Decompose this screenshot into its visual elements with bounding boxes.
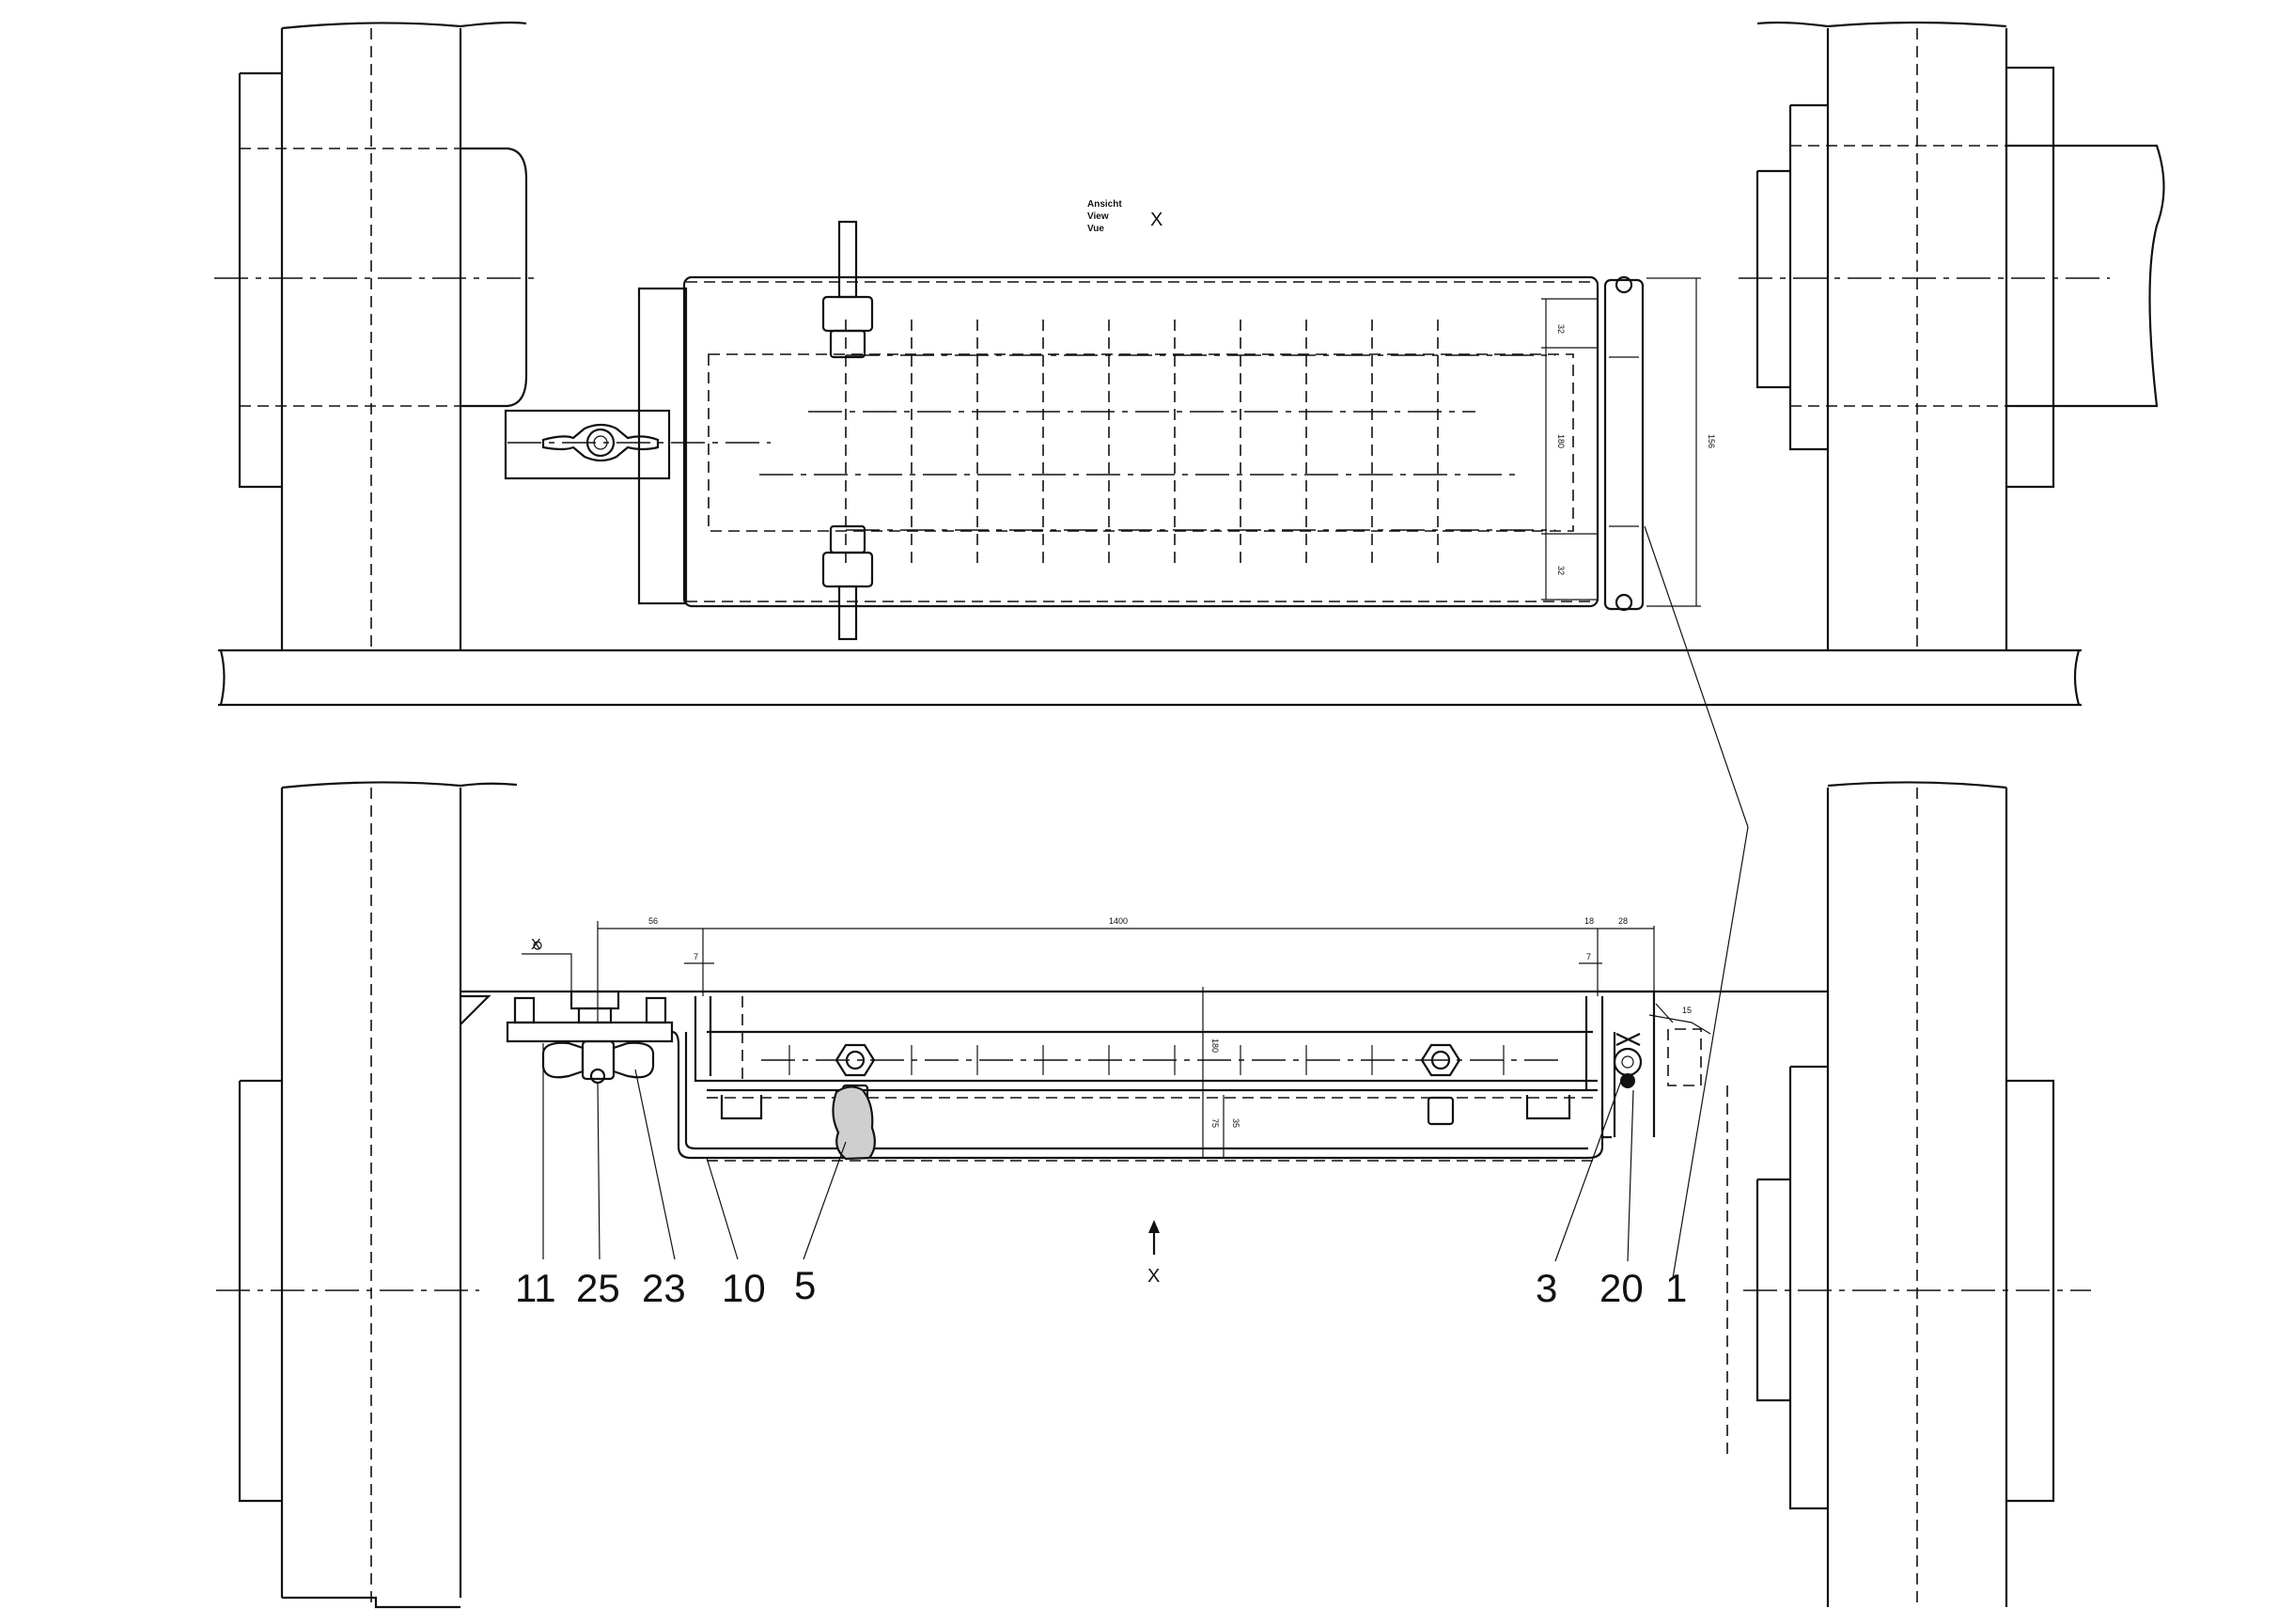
top-filter-box: 32 180 32 156 (637, 220, 1716, 641)
bottom-view: 56 1400 18 28 7 7 180 75 35 X 15 (216, 781, 2091, 1609)
bottom-grid-ticks (788, 1045, 1505, 1075)
dim-top-32-lower: 32 (1556, 566, 1566, 575)
top-upper-fitting (821, 220, 874, 359)
part-number-20: 20 (1599, 1266, 1644, 1310)
view-label-line-1: Ansicht (1087, 199, 1122, 210)
dim-top-32-upper: 32 (1556, 324, 1566, 334)
part-number-10: 10 (722, 1266, 766, 1310)
part-number-5: 5 (794, 1263, 816, 1307)
top-right-wheel (1739, 21, 2165, 650)
leader-part-1 (1644, 525, 1749, 1279)
top-left-wheel (214, 21, 540, 650)
dim-top-180: 180 (1556, 434, 1566, 448)
view-arrow: X (1147, 1220, 1160, 1287)
dim-bot-7-right: 7 (1586, 952, 1591, 961)
part-number-3: 3 (1536, 1266, 1557, 1310)
bottom-left-wheel (216, 781, 518, 1609)
top-view: 32 180 32 156 Ansicht View Vue X (214, 21, 2165, 707)
bottom-right-end: 15 (1600, 996, 1711, 1139)
part-number-1: 1 (1665, 1266, 1687, 1310)
top-beam (218, 648, 2082, 707)
dim-top-156: 156 (1707, 434, 1716, 448)
bottom-right-wheel (1726, 781, 2091, 1607)
bottom-filter-body: 56 1400 18 28 7 7 180 75 35 X (522, 916, 1655, 1162)
top-dimension-lines (1541, 277, 1701, 607)
bottom-foot-left (720, 1095, 763, 1120)
view-arrow-label: X (1147, 1266, 1160, 1287)
part-number-labels: 11 25 23 10 5 3 20 1 (515, 1263, 1687, 1310)
view-label: Ansicht View Vue X (1087, 199, 1162, 234)
dim-bot-180: 180 (1210, 1038, 1220, 1053)
dim-bot-35: 35 (1231, 1118, 1240, 1128)
bottom-foot-right (1525, 1095, 1571, 1120)
section-mark: X (531, 937, 541, 953)
part-number-25: 25 (576, 1266, 620, 1310)
bottom-bracket (506, 990, 1604, 1160)
bottom-dimension-lines (522, 921, 1655, 1158)
dim-bot-56: 56 (648, 916, 658, 926)
dim-bot-7-left: 7 (694, 952, 698, 961)
dim-bot-75: 75 (1210, 1118, 1220, 1128)
part-number-11: 11 (515, 1266, 556, 1310)
top-hinge-rail (1603, 275, 1645, 612)
view-label-line-2: View (1087, 211, 1109, 222)
dim-bot-18: 18 (1584, 916, 1594, 926)
bottom-hex-nut-right (1420, 1043, 1461, 1126)
view-label-letter: X (1150, 210, 1162, 230)
top-grid-ticks (845, 320, 1439, 564)
bottom-filter-insert (832, 1085, 876, 1161)
dim-bot-28: 28 (1618, 916, 1628, 926)
dim-bot-angle: 15 (1682, 1006, 1692, 1015)
view-label-line-3: Vue (1087, 224, 1104, 234)
dim-bot-1400: 1400 (1109, 916, 1128, 926)
leader-lines (542, 1043, 1634, 1262)
part-number-23: 23 (642, 1266, 686, 1310)
top-lower-fitting (821, 524, 874, 641)
